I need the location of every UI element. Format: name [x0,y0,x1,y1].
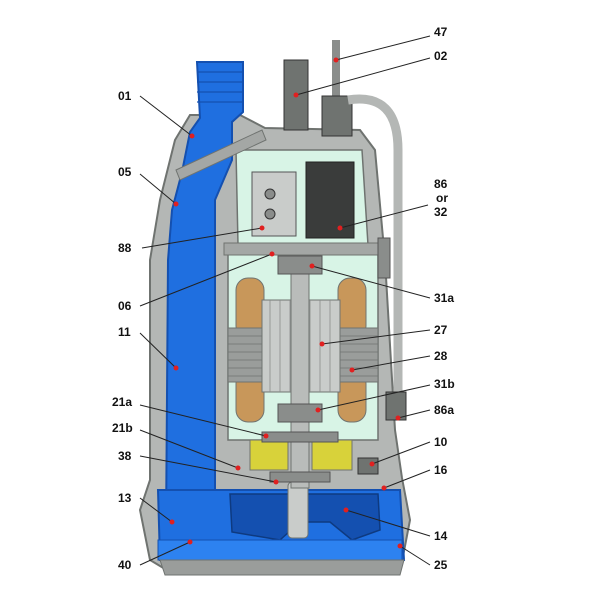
label-21a: 21a [112,395,132,409]
marker-88 [259,225,265,231]
stator-core-left [227,327,265,383]
marker-11 [173,365,179,371]
marker-16 [381,485,387,491]
stator-core-right [337,327,379,383]
marker-27 [319,341,325,347]
label-14: 14 [434,529,448,543]
marker-13 [169,519,175,525]
mechanical-seal-upper [261,431,339,443]
label-31b: 31b [434,377,455,391]
part-labels: 47 02 01 05 86 or 32 88 06 31a 11 27 28 … [112,25,455,572]
terminal-screw-1 [264,188,276,200]
marker-25 [397,543,403,549]
oil-chamber [249,431,379,483]
label-02: 02 [434,49,448,63]
oil-bath-left [249,439,289,471]
label-86a: 86a [434,403,454,417]
label-40: 40 [118,558,132,572]
marker-47 [333,57,339,63]
label-88: 88 [118,241,132,255]
separator-plate [223,242,383,256]
part-markers [169,57,403,549]
cable-assembly [283,40,407,421]
label-27: 27 [434,323,448,337]
oil-bath-right [311,439,353,471]
pump-housing [156,481,406,576]
label-86-or: or [436,191,448,205]
suction-strainer [159,559,405,576]
label-16: 16 [434,463,448,477]
label-47: 47 [434,25,448,39]
motor [227,255,379,489]
marker-40 [187,539,193,545]
motor-shaft [290,257,310,489]
marker-28 [349,367,355,373]
upper-bearing [277,255,323,275]
marker-06 [269,251,275,257]
marker-05 [173,201,179,207]
label-21b: 21b [112,421,133,435]
marker-31a [309,263,315,269]
marker-01 [189,133,195,139]
tie-bolt [377,237,391,279]
label-28: 28 [434,349,448,363]
label-10: 10 [434,435,448,449]
lower-bearing [277,403,323,423]
marker-38 [273,479,279,485]
marker-86a [395,415,401,421]
marker-14 [343,507,349,513]
cable-guard-tube [347,94,403,400]
capacitor-block [305,161,355,239]
base-ring [157,539,403,561]
cable-gland [321,95,353,137]
check-valve [175,129,267,181]
label-06: 06 [118,299,132,313]
marker-02 [293,92,299,98]
marker-21b [235,465,241,471]
impeller-hub [287,481,309,539]
label-13: 13 [118,491,132,505]
label-31a: 31a [434,291,454,305]
label-32: 32 [434,205,448,219]
float-switch [385,391,407,421]
label-11: 11 [118,325,131,339]
marker-86 [337,225,343,231]
marker-31b [315,407,321,413]
leader-lines [139,35,431,566]
oil-plug [357,457,379,475]
marker-21a [263,433,269,439]
terminal-box [251,161,355,239]
label-25: 25 [434,558,448,572]
terminal-screw-2 [264,208,276,220]
label-01: 01 [118,89,132,103]
mechanical-seal-lower [269,471,331,483]
label-05: 05 [118,165,132,179]
marker-10 [369,461,375,467]
label-38: 38 [118,449,132,463]
label-86: 86 [434,177,448,191]
switch-block [251,171,297,237]
